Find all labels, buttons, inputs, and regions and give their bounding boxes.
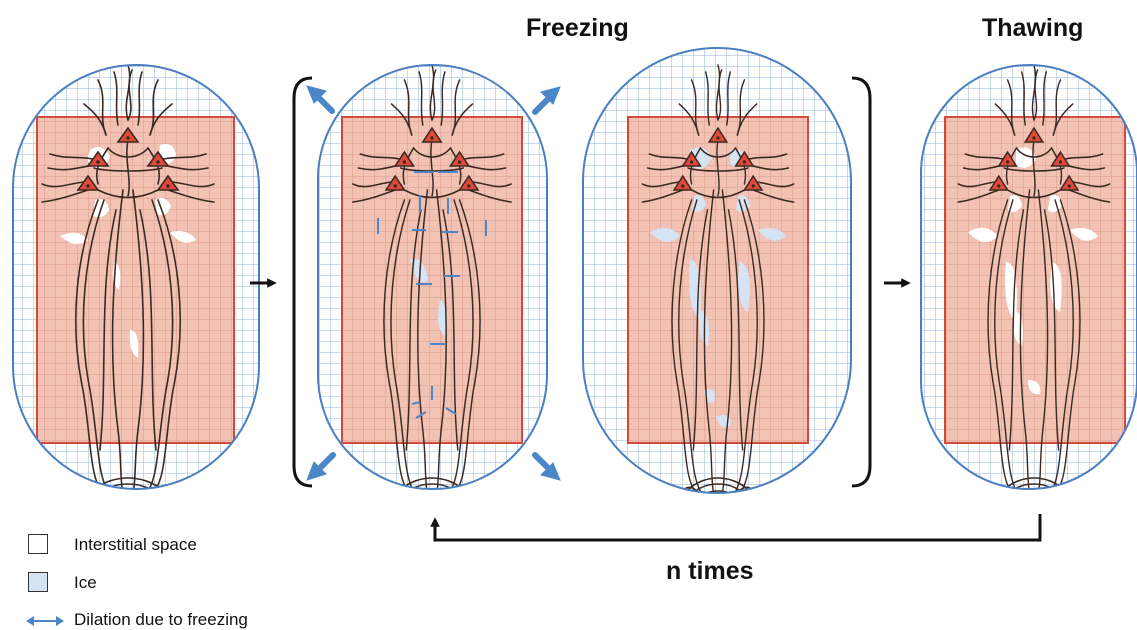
right-bracket <box>852 78 870 486</box>
loop-label: n times <box>666 557 754 586</box>
legend-dilation-label: Dilation due to freezing <box>74 610 248 630</box>
legend-dilation-icon <box>26 616 64 626</box>
ice-swatch <box>28 572 48 592</box>
panel-thawed <box>921 65 1137 558</box>
legend-ice-label: Ice <box>74 573 97 593</box>
legend-interstitial-label: Interstitial space <box>74 535 197 555</box>
panel-frozen <box>583 48 851 558</box>
repeat-loop-arrow <box>435 514 1040 540</box>
interstitial-swatch <box>28 534 48 554</box>
freezing-title: Freezing <box>526 14 629 43</box>
panel-initial <box>13 65 259 558</box>
thawing-title: Thawing <box>982 14 1083 43</box>
left-bracket <box>294 78 312 486</box>
panel-freezing-dilation <box>318 65 547 558</box>
